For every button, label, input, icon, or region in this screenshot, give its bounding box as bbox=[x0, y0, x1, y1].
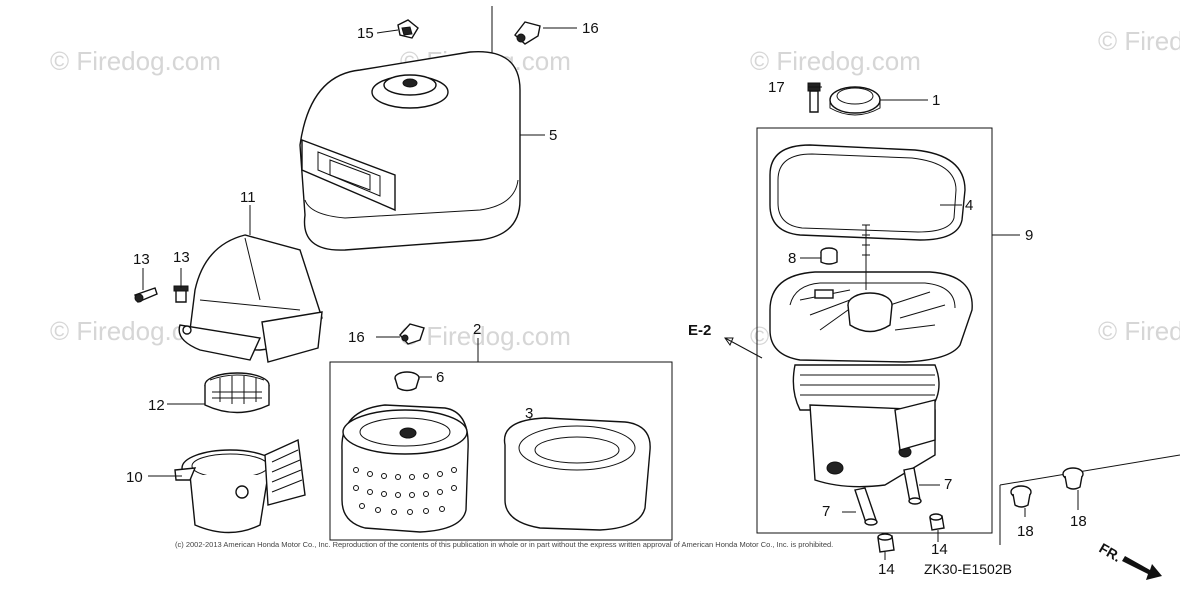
callout-7: 7 bbox=[822, 503, 830, 520]
divider-line bbox=[999, 454, 1180, 486]
callout-9: 9 bbox=[1025, 227, 1033, 244]
callout-16: 16 bbox=[582, 20, 599, 37]
watermark-text: © Firedog.com bbox=[50, 46, 221, 76]
bolt-13-left[interactable] bbox=[134, 287, 158, 303]
element-group-frame bbox=[329, 361, 673, 541]
callout-3: 3 bbox=[525, 405, 533, 422]
callout-8: 8 bbox=[788, 250, 796, 267]
callout-16: 16 bbox=[348, 329, 365, 346]
intake-screen[interactable] bbox=[204, 372, 270, 414]
plug-18-left[interactable] bbox=[1010, 485, 1032, 508]
plug-18-right[interactable] bbox=[1062, 467, 1084, 490]
grommet-6[interactable] bbox=[394, 371, 420, 392]
gasket-4[interactable] bbox=[769, 144, 966, 241]
tube-7-right[interactable] bbox=[903, 467, 922, 505]
callout-15: 15 bbox=[357, 25, 374, 42]
bolt-13-right[interactable] bbox=[173, 285, 189, 303]
watermark-text: © Firedog.com bbox=[1098, 26, 1180, 56]
callout-12: 12 bbox=[148, 397, 165, 414]
air-cleaner-case[interactable] bbox=[769, 224, 973, 488]
callout-13: 13 bbox=[173, 249, 190, 266]
callout-11: 11 bbox=[240, 189, 256, 206]
watermark-text: © Firedog.com bbox=[750, 46, 921, 76]
reference-label: E-2 bbox=[688, 322, 711, 339]
foam-pre-filter[interactable] bbox=[503, 417, 651, 531]
wing-nut-16-mid[interactable] bbox=[399, 323, 425, 345]
callouts: 15 16 5 11 13 13 12 10 16 2 6 3 17 1 4 9… bbox=[126, 20, 1087, 578]
callout-18: 18 bbox=[1017, 523, 1034, 540]
callout-14: 14 bbox=[931, 541, 948, 558]
callout-10: 10 bbox=[126, 469, 143, 486]
callout-7: 7 bbox=[944, 476, 952, 493]
callout-4: 4 bbox=[965, 197, 973, 214]
group-frames bbox=[329, 6, 1180, 545]
air-duct[interactable] bbox=[178, 234, 323, 363]
diagram-code: ZK30-E1502B bbox=[924, 561, 1012, 577]
intake-cup[interactable] bbox=[174, 438, 306, 534]
plug-14-left[interactable] bbox=[877, 533, 895, 553]
callout-2: 2 bbox=[473, 321, 481, 338]
watermarks: © Firedog.com © Firedog.com © Firedog.co… bbox=[50, 26, 1180, 351]
perforations bbox=[353, 467, 457, 515]
callout-17: 17 bbox=[768, 79, 785, 96]
air-cleaner-cover[interactable] bbox=[299, 50, 521, 251]
air-filter-element[interactable] bbox=[341, 404, 469, 533]
copyright-notice: (c) 2002-2013 American Honda Motor Co., … bbox=[175, 540, 833, 549]
front-arrow-icon bbox=[1122, 556, 1162, 580]
watermark-text: © Firedog.com bbox=[400, 321, 571, 351]
callout-5: 5 bbox=[549, 127, 557, 144]
tube-7-left[interactable] bbox=[854, 487, 878, 526]
plug-14-right[interactable] bbox=[929, 513, 945, 531]
watermark-text: © Firedog.com bbox=[1098, 316, 1180, 346]
seal-1[interactable] bbox=[829, 86, 881, 116]
wing-nut-16-top[interactable] bbox=[514, 21, 541, 45]
callout-18: 18 bbox=[1070, 513, 1087, 530]
callout-1: 1 bbox=[932, 92, 940, 109]
leader-lines bbox=[142, 27, 1079, 560]
callout-14: 14 bbox=[878, 561, 895, 578]
collar-8[interactable] bbox=[820, 247, 838, 265]
wing-nut-15[interactable] bbox=[397, 19, 419, 39]
front-label: FR. bbox=[1097, 540, 1125, 565]
case-group-frame bbox=[756, 127, 993, 534]
callout-6: 6 bbox=[436, 369, 444, 386]
callout-13: 13 bbox=[133, 251, 150, 268]
front-direction-marker: FR. bbox=[1097, 540, 1162, 580]
